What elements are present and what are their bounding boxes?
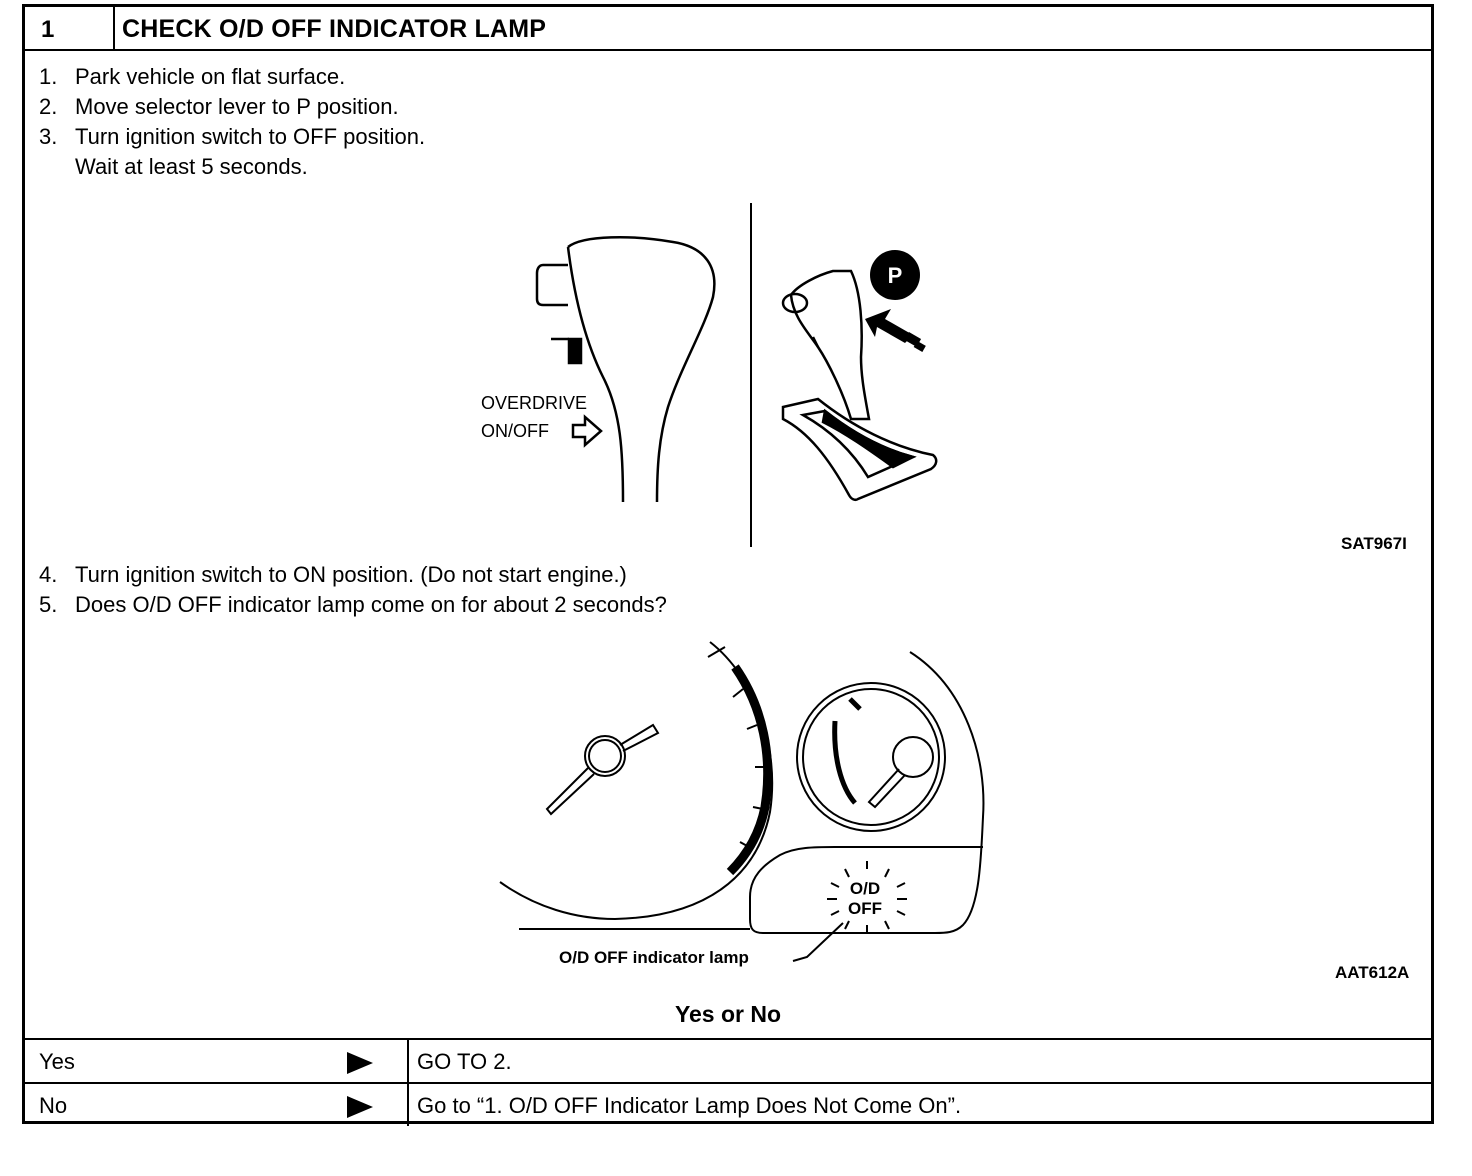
decision-label: No xyxy=(39,1093,68,1118)
procedure-table: 1 CHECK O/D OFF INDICATOR LAMP 1. Park ve… xyxy=(22,4,1434,1126)
procedure-title: CHECK O/D OFF INDICATOR LAMP xyxy=(122,15,547,43)
selector-lever-figure: OVERDRIVE ON/OFF P xyxy=(481,203,938,547)
step-item: 5. Does O/D OFF indicator lamp come on fo… xyxy=(39,590,667,620)
lamp-caption: O/D OFF indicator lamp xyxy=(559,948,749,967)
step-num: 4. xyxy=(39,562,58,587)
outline-arrow-right-icon xyxy=(571,414,603,448)
lever-gate-illustration xyxy=(781,269,938,502)
onoff-label: ON/OFF xyxy=(481,421,549,441)
park-badge-label: P xyxy=(888,263,903,288)
figure-code-sat967i: SAT967I xyxy=(1341,534,1407,553)
step-text: Turn ignition switch to OFF position. xyxy=(75,124,426,149)
steps-list-b: 4. Turn ignition switch to ON position. (… xyxy=(39,560,667,620)
step-item: 4. Turn ignition switch to ON position. (… xyxy=(39,560,667,590)
row-divider xyxy=(407,1040,409,1082)
step-text: Turn ignition switch to ON position. (Do… xyxy=(75,562,627,587)
step-number: 1 xyxy=(41,16,55,43)
procedure-header: 1 CHECK O/D OFF INDICATOR LAMP xyxy=(25,7,1431,51)
decision-label: Yes xyxy=(39,1049,75,1074)
step-num: 3. xyxy=(39,124,58,149)
steps-list-a: 1. Park vehicle on flat surface. 2. Move s… xyxy=(39,62,425,182)
decision-row-yes: Yes GO TO 2. xyxy=(25,1038,1431,1082)
figure-code-aat612a: AAT612A xyxy=(1335,963,1410,982)
row-divider xyxy=(407,1084,409,1126)
step-text: Park vehicle on flat surface. xyxy=(75,64,346,89)
step-item: 1. Park vehicle on flat surface. xyxy=(39,62,425,92)
decision-action: GO TO 2. xyxy=(417,1049,512,1074)
park-badge xyxy=(870,250,920,300)
step-num: 1. xyxy=(39,64,58,89)
step-item: 2. Move selector lever to P position. xyxy=(39,92,425,122)
gauge-illustration xyxy=(499,641,985,962)
lamp-od-label: O/D xyxy=(850,879,880,898)
step-text: Does O/D OFF indicator lamp come on for … xyxy=(75,592,667,617)
shift-knob-illustration xyxy=(535,236,716,503)
decision-action: Go to “1. O/D OFF Indicator Lamp Does No… xyxy=(417,1093,962,1118)
push-arrow-icon xyxy=(865,309,926,352)
step-num: 2. xyxy=(39,94,58,119)
lamp-off-label: OFF xyxy=(848,899,882,918)
header-divider xyxy=(113,7,115,49)
instrument-cluster-figure: O/D OFF O/D OFF indicator lamp xyxy=(499,641,985,967)
step-num: 5. xyxy=(39,592,58,617)
step-subtext: Wait at least 5 seconds. xyxy=(75,154,308,179)
step-item: 3. Turn ignition switch to OFF position. W… xyxy=(39,122,425,182)
overdrive-label: OVERDRIVE xyxy=(481,393,587,413)
decision-row-no: No Go to “1. O/D OFF Indicator Lamp Does… xyxy=(25,1082,1431,1126)
play-arrow-icon xyxy=(347,1096,373,1118)
step-text: Move selector lever to P position. xyxy=(75,94,399,119)
play-arrow-icon xyxy=(347,1052,373,1074)
yes-or-no-prompt: Yes or No xyxy=(674,1001,782,1027)
